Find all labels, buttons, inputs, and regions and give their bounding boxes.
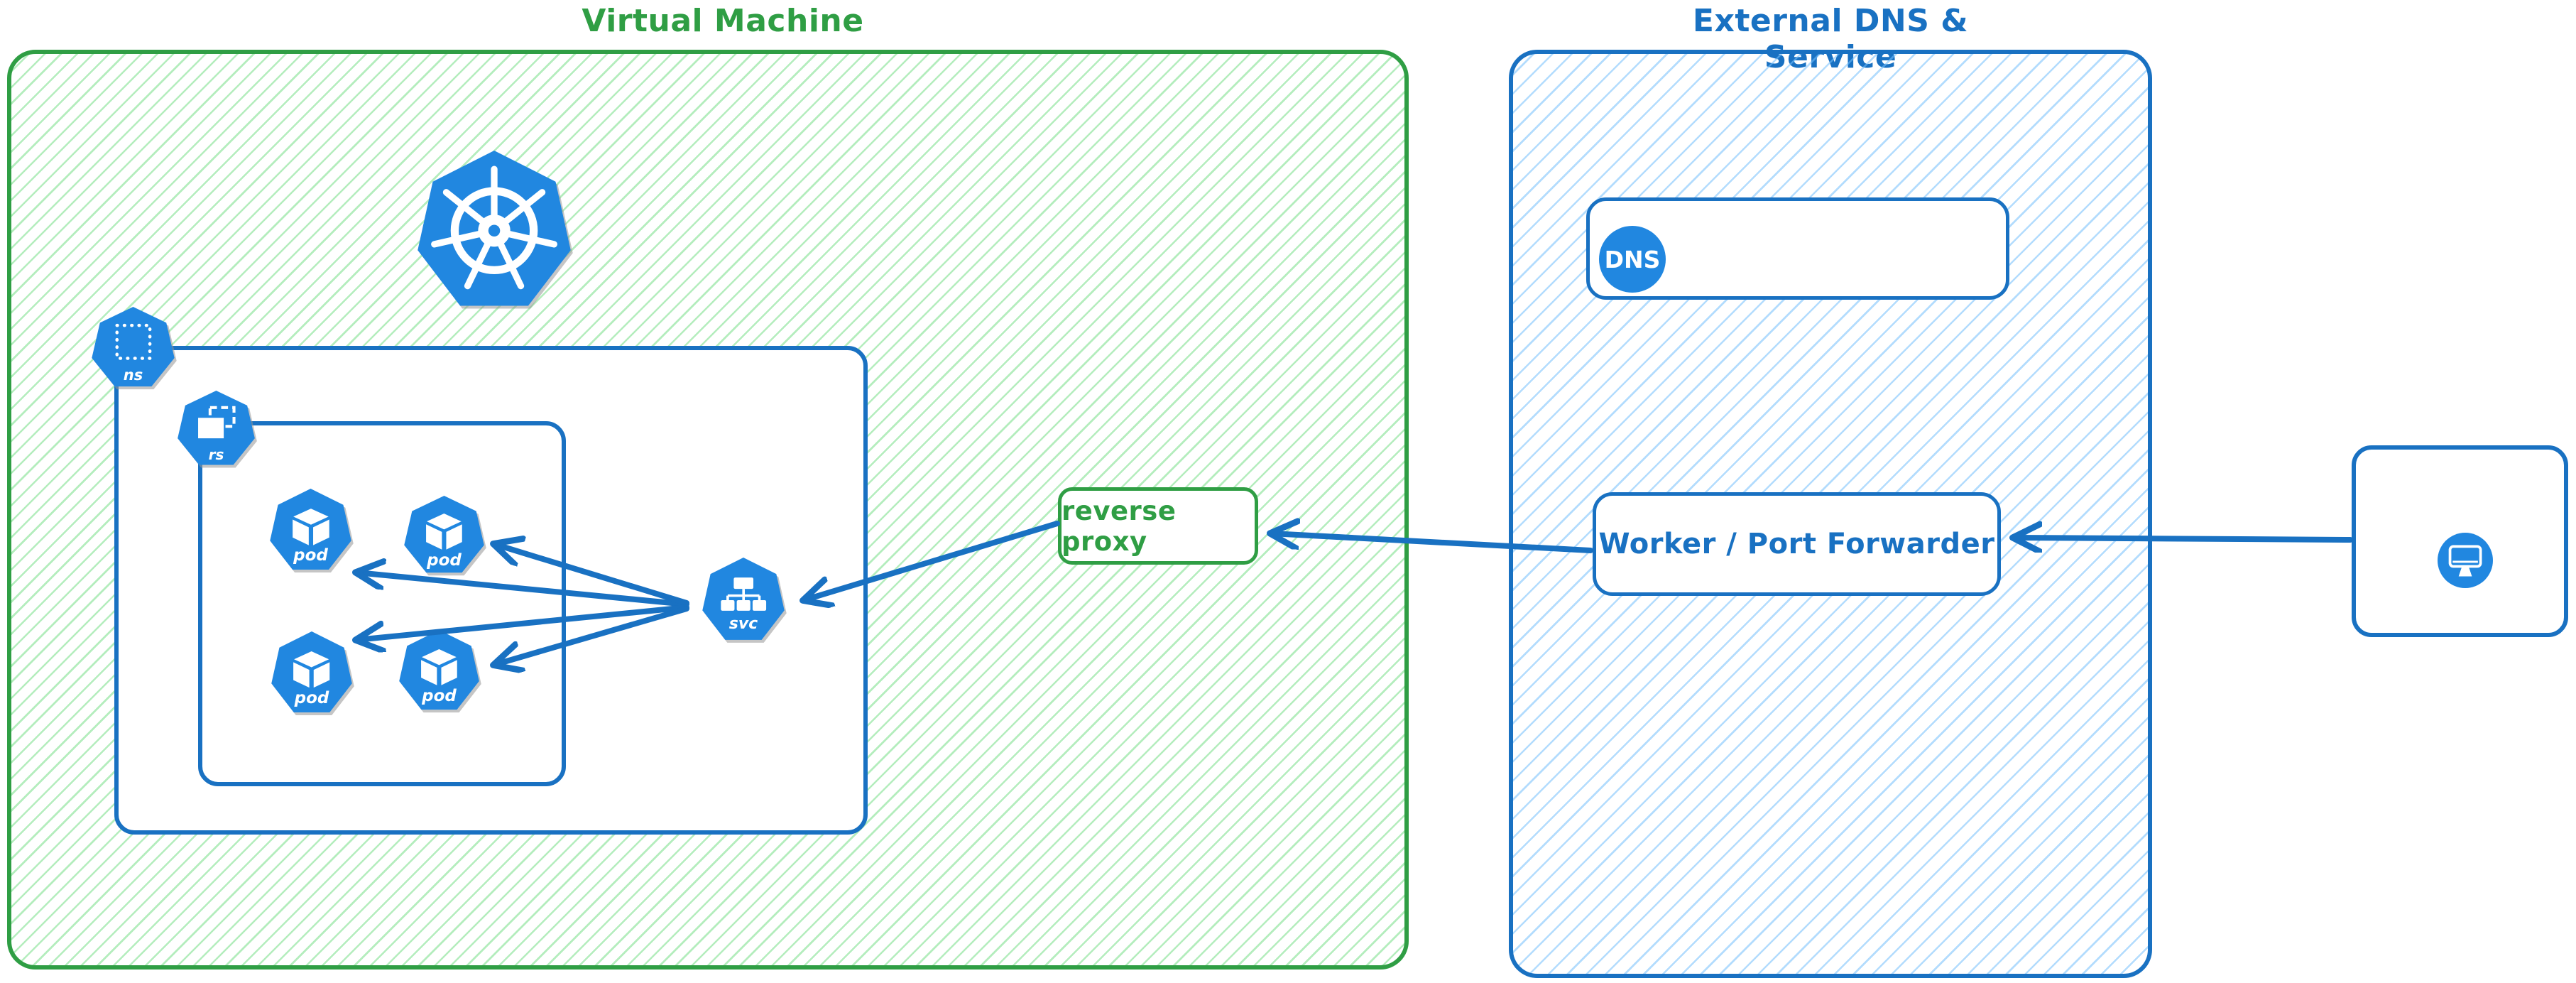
worker-port-forwarder-label: Worker / Port Forwarder (1598, 528, 1995, 560)
pod-icon-2: pod (403, 496, 486, 577)
monitor-icon (2448, 545, 2482, 577)
replicaset-rects-icon (198, 406, 236, 439)
namespace-dotted-square-icon (115, 324, 151, 360)
kubernetes-logo-icon (415, 151, 574, 314)
pod-cube-icon (426, 513, 462, 550)
service-label: svc (728, 615, 758, 634)
worker-port-forwarder-box: Worker / Port Forwarder (1593, 492, 2001, 596)
pod-icon-4: pod (398, 630, 481, 714)
pod-cube-icon (421, 648, 457, 685)
pod-cube-icon (292, 508, 329, 545)
pod-icon-3: pod (270, 631, 354, 717)
reverse-proxy-box: reverse proxy (1058, 487, 1258, 565)
dns-badge-label: DNS (1604, 245, 1661, 273)
replicaset-label: rs (208, 445, 224, 463)
service-icon: svc (701, 558, 786, 644)
kubernetes-wheel-icon (431, 165, 557, 290)
namespace-icon: ns (90, 307, 176, 391)
vm-title: Virtual Machine (582, 3, 864, 39)
pod-label: pod (293, 546, 328, 565)
pod-label: pod (427, 550, 462, 570)
pod-label: pod (422, 686, 457, 705)
pod-label: pod (294, 689, 329, 708)
dns-badge: DNS (1599, 226, 1666, 293)
service-tree-icon (721, 577, 766, 611)
pod-cube-icon (293, 651, 330, 688)
replicaset-icon: rs (176, 391, 256, 469)
pod-icon-1: pod (268, 489, 353, 574)
reverse-proxy-label: reverse proxy (1061, 495, 1177, 557)
ci-laptop-badge (2438, 533, 2493, 588)
namespace-label: ns (123, 366, 143, 384)
replicaset-box (198, 421, 566, 786)
